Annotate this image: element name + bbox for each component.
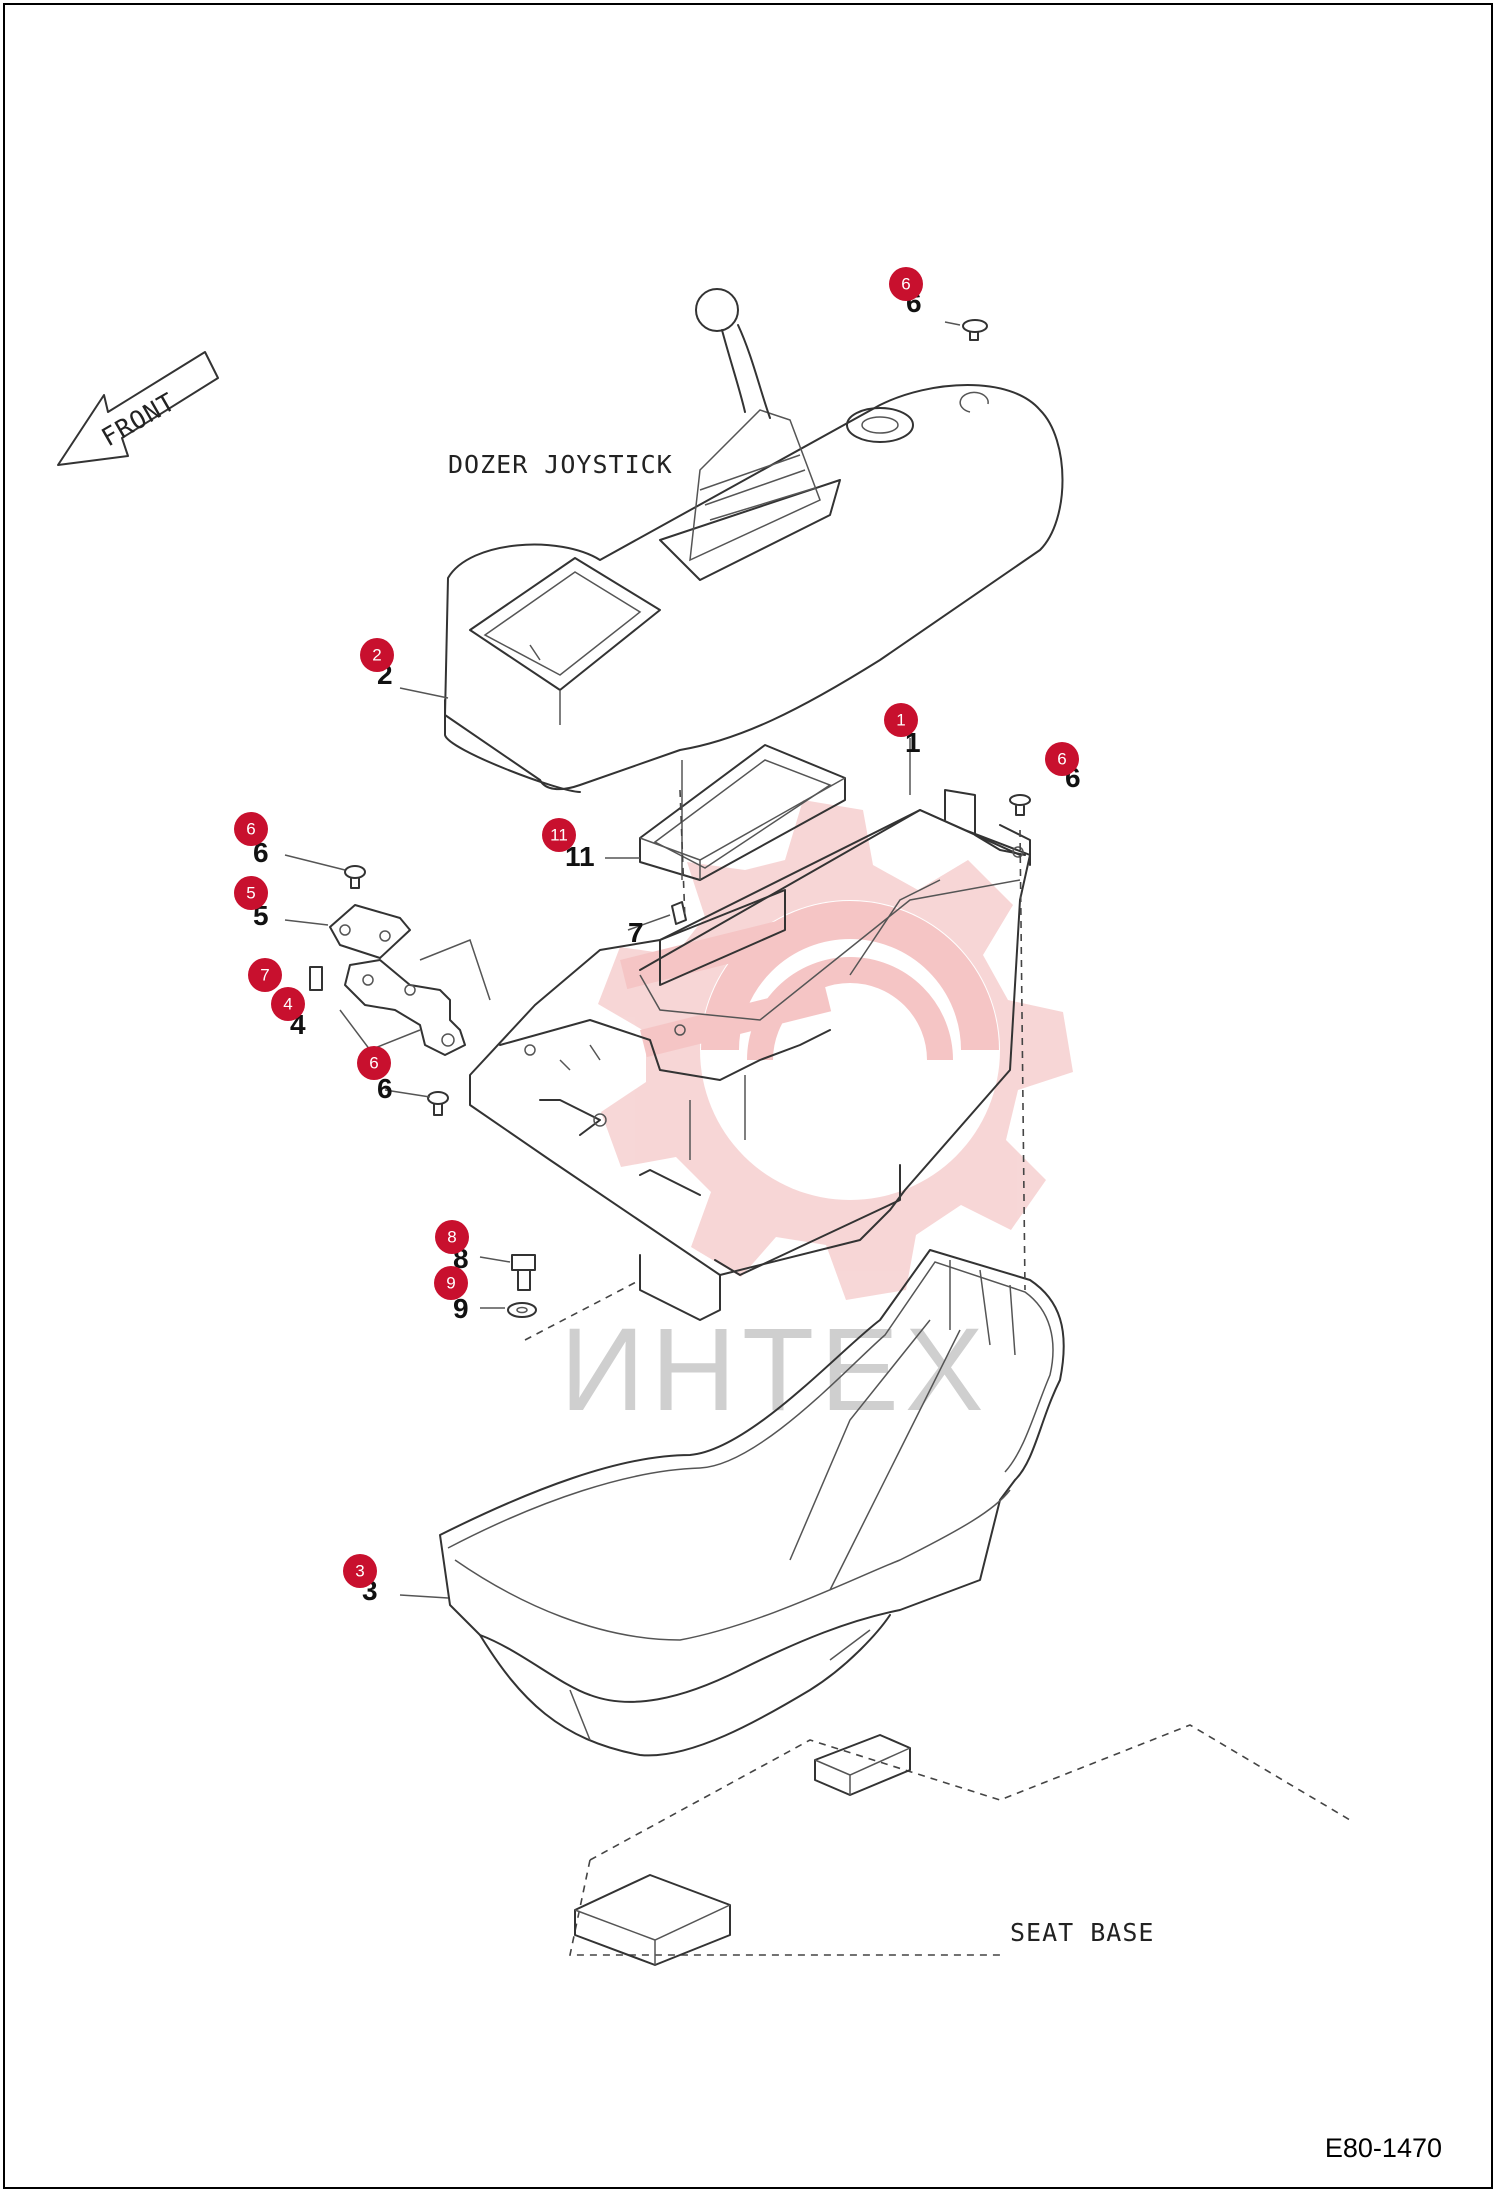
callout-badge[interactable]: 8 bbox=[435, 1220, 469, 1254]
drawing-frame bbox=[3, 3, 1493, 2189]
callout-badge[interactable]: 9 bbox=[434, 1266, 468, 1300]
seat-base-label: SEAT BASE bbox=[1010, 1918, 1154, 1947]
callout-badge[interactable]: 11 bbox=[542, 818, 576, 852]
plates-4-5 bbox=[329, 904, 491, 1056]
callout-badge[interactable]: 6 bbox=[357, 1046, 391, 1080]
svg-text:6: 6 bbox=[246, 820, 255, 839]
dozer-joystick-label: DOZER JOYSTICK bbox=[448, 450, 673, 479]
svg-text:5: 5 bbox=[246, 884, 255, 903]
svg-text:6: 6 bbox=[369, 1054, 378, 1073]
lower-tray-3 bbox=[439, 1249, 1065, 1757]
svg-text:3: 3 bbox=[355, 1562, 364, 1581]
joystick-console-cover bbox=[444, 288, 1064, 793]
callout-badge[interactable]: 3 bbox=[343, 1554, 377, 1588]
svg-text:11: 11 bbox=[550, 826, 568, 845]
svg-text:9: 9 bbox=[446, 1274, 455, 1293]
leader-lines bbox=[284, 687, 1026, 1599]
callout-badge[interactable]: 5 bbox=[234, 876, 268, 910]
watermark-text: ИНТЕХ bbox=[560, 1304, 990, 1436]
main-frame-1 bbox=[469, 789, 1031, 1321]
callout-badge[interactable]: 2 bbox=[360, 638, 394, 672]
callout-badge[interactable]: 6 bbox=[234, 812, 268, 846]
part-number: 9 bbox=[453, 1293, 469, 1324]
svg-text:8: 8 bbox=[447, 1228, 456, 1247]
watermark-gear-logo bbox=[598, 800, 1073, 1300]
svg-text:4: 4 bbox=[283, 995, 292, 1014]
callout-badge[interactable]: 6 bbox=[1045, 742, 1079, 776]
document-number: E80-1470 bbox=[1324, 2133, 1442, 2163]
callout-badge[interactable]: 7 bbox=[248, 958, 282, 992]
callout-badge[interactable]: 6 bbox=[889, 267, 923, 301]
screw-top bbox=[944, 319, 988, 341]
callout-badge[interactable]: 4 bbox=[271, 987, 305, 1021]
svg-text:7: 7 bbox=[260, 966, 269, 985]
screws bbox=[309, 794, 1031, 1318]
callout-badge[interactable]: 1 bbox=[884, 703, 918, 737]
svg-text:2: 2 bbox=[372, 646, 381, 665]
front-label: FRONT bbox=[97, 387, 181, 452]
svg-text:6: 6 bbox=[1057, 750, 1066, 769]
svg-text:1: 1 bbox=[896, 711, 905, 730]
callout-badges: 6 2 1 6 11 6 5 7 bbox=[234, 267, 1079, 1588]
part-number: 7 bbox=[628, 917, 644, 948]
part-number: 6 bbox=[377, 1073, 393, 1104]
seat-base: SEAT BASE bbox=[569, 1724, 1351, 1966]
front-arrow: FRONT bbox=[57, 351, 219, 466]
svg-text:6: 6 bbox=[901, 275, 910, 294]
